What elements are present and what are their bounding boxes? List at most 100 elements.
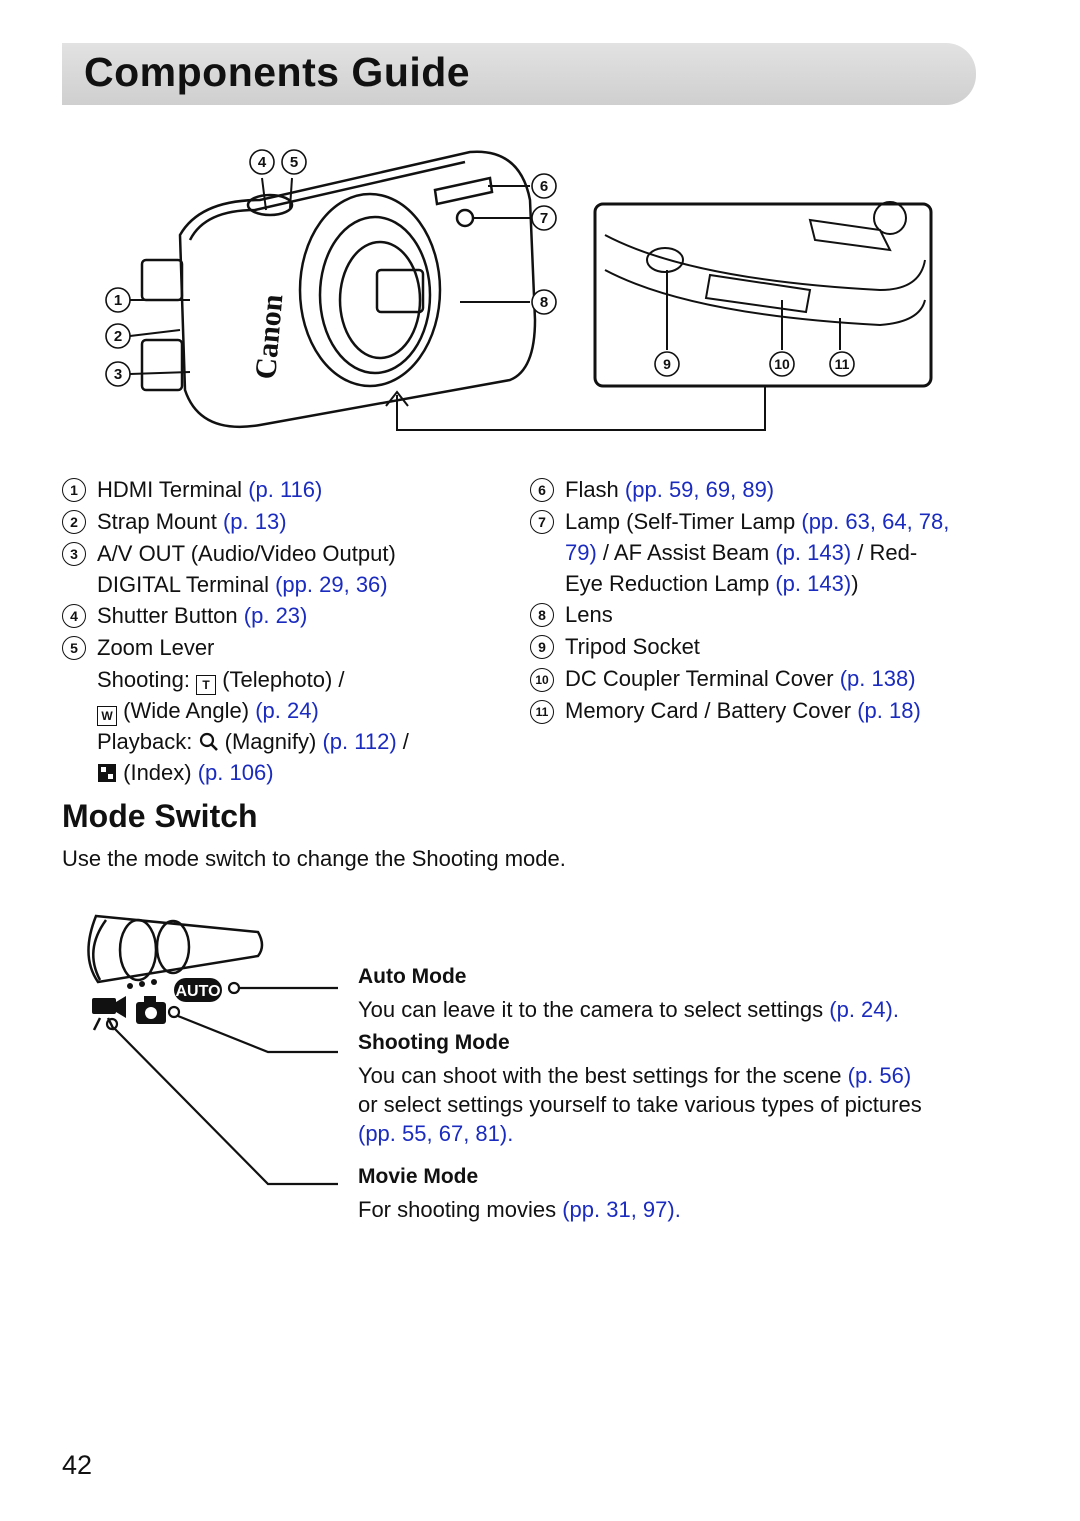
component-label: Lamp (Self-Timer Lamp: [565, 509, 796, 534]
svg-text:2: 2: [114, 328, 122, 345]
page-link[interactable]: (p. 106): [197, 760, 274, 785]
shooting-label: Shooting:: [97, 667, 190, 692]
page-link[interactable]: (p. 143): [775, 571, 852, 596]
page-link[interactable]: 79): [565, 540, 597, 565]
lens-ring-outer: [298, 192, 442, 388]
shutter-button: [246, 193, 294, 217]
index-label: (Index): [123, 760, 192, 785]
telephoto-label: (Telephoto) /: [222, 667, 345, 692]
callout-9: 9: [654, 351, 680, 377]
mode-auto: Auto Mode You can leave it to the camera…: [358, 962, 978, 1024]
component-label: A/V OUT (Audio/Video Output): [97, 541, 396, 566]
component-label: DC Coupler Terminal Cover: [565, 666, 834, 691]
svg-text:3: 3: [114, 366, 122, 383]
component-label: Shutter Button: [97, 603, 238, 628]
page-link[interactable]: (pp. 31, 97): [562, 1197, 675, 1222]
title-bar: Components Guide: [62, 43, 976, 105]
svg-text:9: 9: [663, 356, 671, 372]
mode-title: Auto Mode: [358, 965, 467, 988]
svg-text:5: 5: [290, 154, 298, 171]
page-link[interactable]: (p. 13): [222, 509, 287, 534]
page-link[interactable]: (p. 143): [775, 540, 852, 565]
list-item: 5 Zoom Lever: [62, 632, 482, 664]
callout-number: 5: [62, 636, 86, 660]
lamp: [455, 208, 475, 228]
callout-number: 7: [530, 510, 554, 534]
callout-3: 3: [105, 361, 131, 387]
zoom-wide-line: W (Wide Angle) (p. 24): [62, 695, 482, 726]
svg-text:10: 10: [774, 356, 790, 372]
page-link[interactable]: (pp. 55, 67, 81): [358, 1121, 508, 1146]
page-link[interactable]: (pp. 29, 36): [275, 572, 388, 597]
callout-number: 11: [530, 700, 554, 724]
callout-number: 3: [62, 542, 86, 566]
list-item: 1 HDMI Terminal (p. 116): [62, 474, 482, 506]
list-item: 9 Tripod Socket: [530, 631, 990, 663]
wide-angle-icon: W: [97, 706, 117, 726]
page-link[interactable]: (pp. 59, 69, 89): [624, 477, 775, 502]
page-link[interactable]: (p. 56): [847, 1063, 912, 1088]
svg-text:8: 8: [540, 294, 548, 311]
callout-1: 1: [105, 287, 131, 313]
brand-logo: Canon: [249, 293, 289, 381]
callout-number: 1: [62, 478, 86, 502]
mode-shooting: Shooting Mode You can shoot with the bes…: [358, 1028, 978, 1148]
mode-description: You can shoot with the best settings for…: [358, 1063, 922, 1146]
mode-title: Shooting Mode: [358, 1031, 510, 1054]
component-label-continued: Eye Reduction Lamp: [565, 571, 770, 596]
callout-number: 2: [62, 510, 86, 534]
page-link[interactable]: (p. 24): [255, 698, 319, 723]
svg-text:7: 7: [540, 210, 548, 227]
component-label-continued: DIGITAL Terminal: [97, 572, 269, 597]
page-link[interactable]: (p. 18): [857, 698, 921, 723]
callout-number: 10: [530, 668, 554, 692]
mode-switch-illustration: AUTO: [87, 914, 338, 1186]
av-port: [140, 338, 184, 392]
page-link[interactable]: (pp. 63, 64, 78,: [801, 509, 950, 534]
callout-5: 5: [281, 149, 307, 175]
camera-body: [178, 150, 537, 429]
list-item: 10 DC Coupler Terminal Cover (p. 138): [530, 663, 990, 695]
closing-paren: ): [851, 571, 859, 596]
component-label: Lens: [565, 602, 613, 627]
component-label: Strap Mount: [97, 509, 217, 534]
component-label: Flash: [565, 477, 619, 502]
movie-icon: [92, 996, 126, 1031]
flash-window: [433, 176, 494, 206]
page-link[interactable]: (p. 23): [243, 603, 308, 628]
list-item: 4 Shutter Button (p. 23): [62, 600, 482, 632]
wide-angle-label: (Wide Angle): [123, 698, 250, 723]
page-link[interactable]: (p. 112): [322, 729, 397, 754]
mode-description: For shooting movies (pp. 31, 97).: [358, 1197, 681, 1222]
list-item: 8 Lens: [530, 599, 990, 631]
index-icon: [98, 764, 116, 782]
camera-illustration: Canon 4 5 6 7 8 1 2 3: [105, 149, 933, 431]
magnify-icon: [199, 732, 218, 751]
lens-glass: [375, 268, 425, 314]
hdmi-port: [140, 258, 184, 302]
callout-number: 9: [530, 635, 554, 659]
zoom-shooting-line: Shooting: T (Telephoto) /: [62, 664, 482, 695]
page-link[interactable]: (p. 138): [839, 666, 916, 691]
svg-text:11: 11: [835, 356, 850, 372]
magnify-label: (Magnify): [224, 729, 317, 754]
callout-number: 6: [530, 478, 554, 502]
page-link[interactable]: (p. 24): [829, 997, 893, 1022]
component-label: Zoom Lever: [97, 635, 215, 660]
callout-10: 10: [769, 351, 795, 377]
bottom-view-inset: 9 10 11: [593, 201, 933, 388]
components-list-right: 6 Flash (pp. 59, 69, 89) 7 Lamp (Self-Ti…: [530, 474, 990, 727]
list-item: 7 Lamp (Self-Timer Lamp (pp. 63, 64, 78,…: [530, 506, 990, 599]
mode-movie: Movie Mode For shooting movies (pp. 31, …: [358, 1162, 978, 1224]
component-label: Tripod Socket: [565, 634, 700, 659]
callout-2: 2: [105, 323, 131, 349]
playback-label: Playback:: [97, 729, 193, 754]
callout-6: 6: [531, 173, 557, 199]
list-item: 3 A/V OUT (Audio/Video Output) DIGITAL T…: [62, 538, 482, 600]
page-link[interactable]: (p. 116): [248, 477, 323, 502]
callout-number: 4: [62, 604, 86, 628]
mode-description: You can leave it to the camera to select…: [358, 997, 899, 1022]
callout-number: 8: [530, 603, 554, 627]
battery-cover: [704, 273, 812, 314]
auto-icon: AUTO: [174, 978, 222, 1002]
